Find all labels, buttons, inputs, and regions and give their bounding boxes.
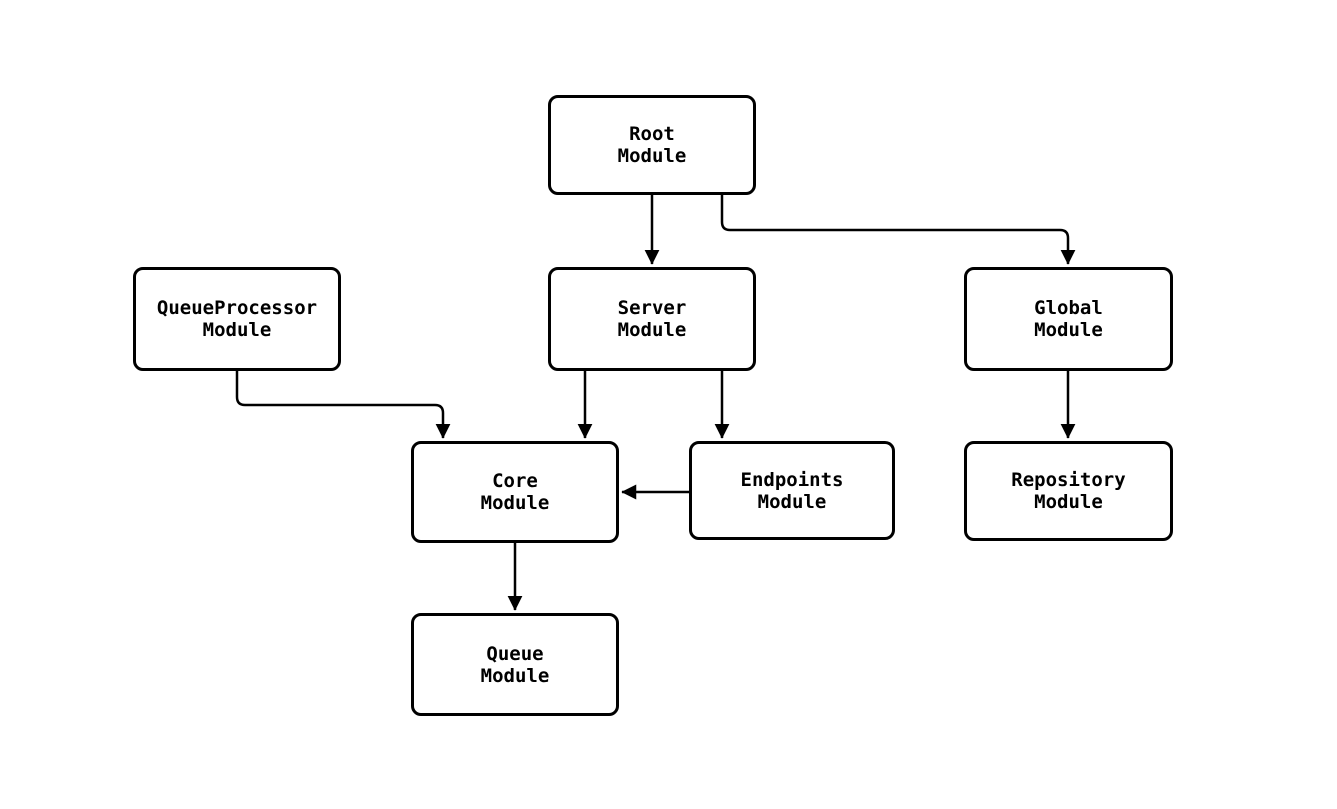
edge-queueprocessor-to-core-arrow <box>235 371 451 439</box>
node-queueprocessor-module: QueueProcessor Module <box>133 267 341 371</box>
node-label: Repository <box>1011 469 1126 491</box>
edge-root-to-global-arrow <box>720 195 1076 265</box>
node-global-module: Global Module <box>964 267 1173 371</box>
node-label: QueueProcessor <box>156 297 318 319</box>
node-label: Module <box>1034 319 1103 341</box>
node-label: Module <box>480 664 550 687</box>
node-queue-module: Queue Module <box>411 613 619 716</box>
node-label: Module <box>617 319 687 341</box>
node-label: Server <box>617 297 687 319</box>
node-endpoints-module: Endpoints Module <box>689 441 895 540</box>
node-label: Module <box>1034 491 1103 513</box>
node-root-module: Root Module <box>548 95 756 195</box>
node-server-module: Server Module <box>548 267 756 371</box>
node-label: Module <box>617 145 687 167</box>
node-label: Module <box>480 492 550 514</box>
node-label: Module <box>757 490 827 513</box>
node-label: Endpoints <box>740 468 844 491</box>
node-core-module: Core Module <box>411 441 619 543</box>
node-label: Queue <box>486 642 544 665</box>
node-label: Root <box>629 123 675 145</box>
node-repository-module: Repository Module <box>964 441 1173 541</box>
node-label: Global <box>1034 297 1103 319</box>
node-label: Core <box>492 470 538 492</box>
node-label: Module <box>202 319 272 341</box>
